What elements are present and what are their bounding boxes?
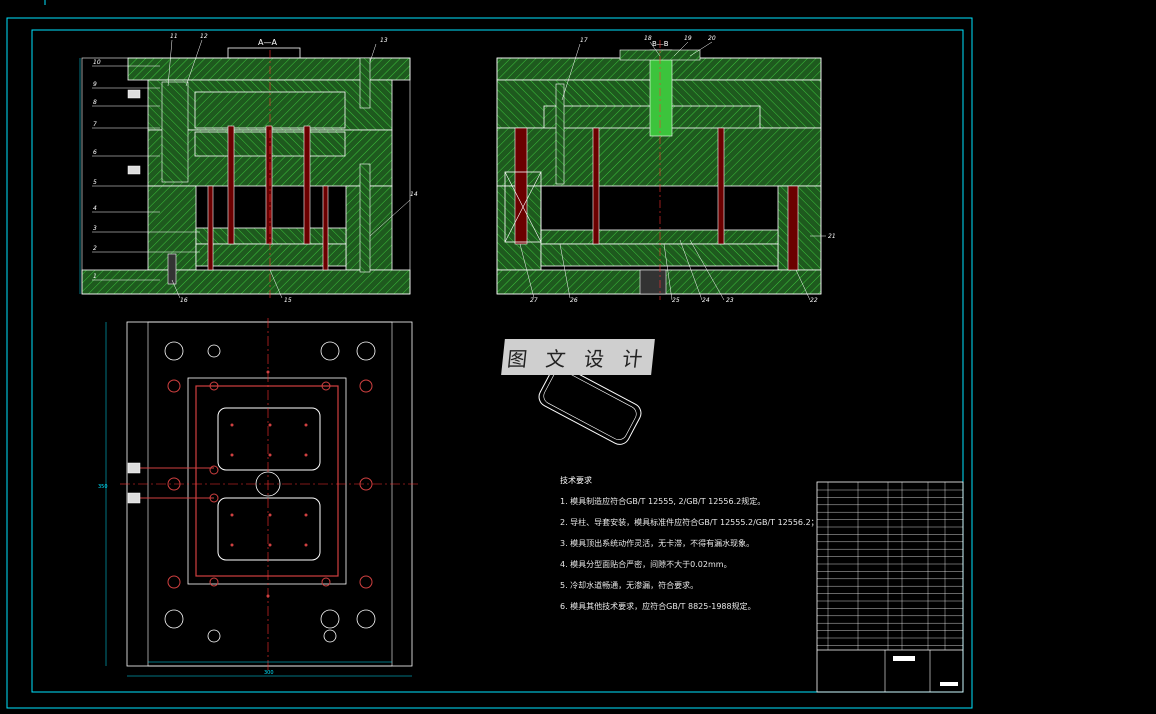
callout-16: 16 xyxy=(180,297,188,304)
callout-8: 8 xyxy=(93,99,97,106)
main-section-view: A—A xyxy=(79,33,418,304)
callout-12: 12 xyxy=(200,33,208,40)
callout-7: 7 xyxy=(93,121,97,128)
sheet-border-outer xyxy=(6,17,973,709)
callout-20: 20 xyxy=(708,35,716,42)
callout-15: 15 xyxy=(284,297,292,304)
callout-21: 21 xyxy=(828,233,836,240)
sheet-border-inner xyxy=(31,29,964,693)
tech-note-item: 5. 冷却水道畅通，无渗漏，符合要求。 xyxy=(560,581,699,590)
callout-6: 6 xyxy=(93,149,97,156)
callout-17: 17 xyxy=(580,37,588,44)
tech-note-item: 3. 模具顶出系统动作灵活，无卡滞，不得有漏水现象。 xyxy=(560,539,755,548)
tech-note-item: 4. 模具分型面贴合严密，间隙不大于0.02mm。 xyxy=(560,560,732,569)
side-section-view: B—B 17 xyxy=(496,35,836,304)
callout-4: 4 xyxy=(93,205,97,212)
callout-23: 23 xyxy=(726,297,734,304)
part-sketch xyxy=(538,365,642,445)
callout-19: 19 xyxy=(684,35,692,42)
tech-note-item: 6. 模具其他技术要求，应符合GB/T 8825-1988规定。 xyxy=(560,602,756,611)
callout-11: 11 xyxy=(170,33,178,40)
dim-overall-width: 300 xyxy=(264,670,274,676)
technical-notes: 技术要求 1. 模具制造应符合GB/T 12555, 2/GB/T 12556.… xyxy=(560,470,819,617)
callout-27: 27 xyxy=(530,297,538,304)
callout-2: 2 xyxy=(93,245,97,252)
title-block xyxy=(816,481,964,693)
plan-view: 300 350 xyxy=(98,318,420,677)
callout-9: 9 xyxy=(93,81,97,88)
callout-24: 24 xyxy=(702,297,710,304)
dim-overall-height: 350 xyxy=(98,484,108,490)
callout-10: 10 xyxy=(93,59,101,66)
watermark-text: 图 文 设 计 xyxy=(506,346,650,371)
callout-22: 22 xyxy=(810,297,818,304)
watermark-logo: 图 文 设 计 xyxy=(501,339,655,375)
tech-note-item: 1. 模具制造应符合GB/T 12555, 2/GB/T 12556.2规定。 xyxy=(560,497,766,506)
callout-5: 5 xyxy=(93,179,97,186)
tech-note-item: 2. 导柱、导套安装，模具标准件应符合GB/T 12555.2/GB/T 125… xyxy=(560,518,819,527)
callout-3: 3 xyxy=(93,225,97,232)
callout-26: 26 xyxy=(570,297,578,304)
callout-14: 14 xyxy=(410,191,418,198)
tech-notes-title: 技术要求 xyxy=(560,476,592,485)
section-label-side: B—B xyxy=(652,40,669,48)
callout-18: 18 xyxy=(644,35,652,42)
callout-25: 25 xyxy=(672,297,680,304)
section-label-main: A—A xyxy=(258,38,277,47)
callout-1: 1 xyxy=(93,273,97,280)
callout-13: 13 xyxy=(380,37,388,44)
